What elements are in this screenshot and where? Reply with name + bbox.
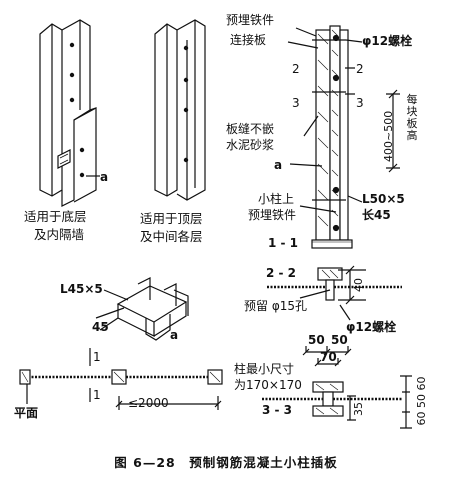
left-iso-caption-line1: 适用于底层	[24, 209, 87, 224]
dim-50-right: 50	[331, 333, 348, 347]
detail-a-marker: a	[170, 328, 179, 342]
section-1-1-drawing	[287, 25, 400, 249]
detail-angle-label: L45×5	[60, 282, 103, 296]
detail-dim-45: 45	[92, 320, 109, 334]
detail-a-drawing	[95, 277, 189, 341]
figure-caption: 图 6—28 预制钢筋混凝土小柱插板	[114, 455, 338, 470]
left-post-isometric	[39, 19, 100, 207]
section-2-2-title: 2 - 2	[266, 266, 297, 280]
bolt-label-1: φ12螺栓	[362, 34, 413, 48]
bolt-label-2: φ12螺栓	[346, 320, 397, 334]
connecting-plate-label: 连接板	[230, 33, 267, 47]
left-iso-marker: a	[100, 170, 109, 184]
spacing-dimension: 400~500	[382, 110, 395, 162]
min-size-line2: 为170×170	[234, 378, 302, 392]
plan-section-mark-top: 1	[93, 350, 101, 364]
middle-post-isometric	[154, 19, 206, 201]
min-size-line1: 柱最小尺寸	[234, 362, 295, 376]
plan-title: 平面	[14, 406, 39, 420]
embedded-plate-label: 预埋铁件	[226, 13, 275, 27]
joint-note-line2: 水泥砂浆	[226, 138, 275, 152]
left-iso-caption-line2: 及内隔墙	[34, 227, 85, 242]
mid-iso-caption-line1: 适用于顶层	[140, 211, 203, 226]
mid-iso-caption-line2: 及中间各层	[140, 229, 203, 244]
preformed-hole-label: 预留 φ15孔	[244, 299, 308, 313]
section-3-3-drawing	[262, 346, 412, 429]
dim-50-left: 50	[308, 333, 325, 347]
joint-note-line1: 板缝不嵌	[226, 122, 275, 136]
dim-70: 70	[320, 350, 337, 364]
section-mark-3-left: 3	[292, 96, 300, 110]
section-mark-2-right: 2	[356, 62, 364, 76]
dim-35: 35	[352, 402, 365, 416]
dim-40: 40	[352, 278, 365, 292]
plan-spacing: ≤2000	[128, 396, 169, 410]
spacing-note: 每块板高	[406, 93, 418, 142]
section-1-1-title: 1 - 1	[268, 236, 299, 250]
post-note-line1: 小柱上	[258, 192, 295, 206]
angle-length-label: 长45	[362, 208, 391, 222]
section-3-3-title: 3 - 3	[262, 403, 293, 417]
plan-section-mark-bottom: 1	[93, 388, 101, 402]
section-mark-3-right: 3	[356, 96, 364, 110]
section-mark-2-top: 2	[292, 62, 300, 76]
dim-stack-60-50-60: 60 50 60	[415, 376, 428, 426]
post-note-line2: 预埋铁件	[248, 208, 297, 222]
section-1-1-marker: a	[274, 158, 283, 172]
angle-label-1-1: L50×5	[362, 192, 405, 206]
plan-drawing	[19, 348, 223, 410]
section-2-2-drawing	[267, 265, 402, 321]
